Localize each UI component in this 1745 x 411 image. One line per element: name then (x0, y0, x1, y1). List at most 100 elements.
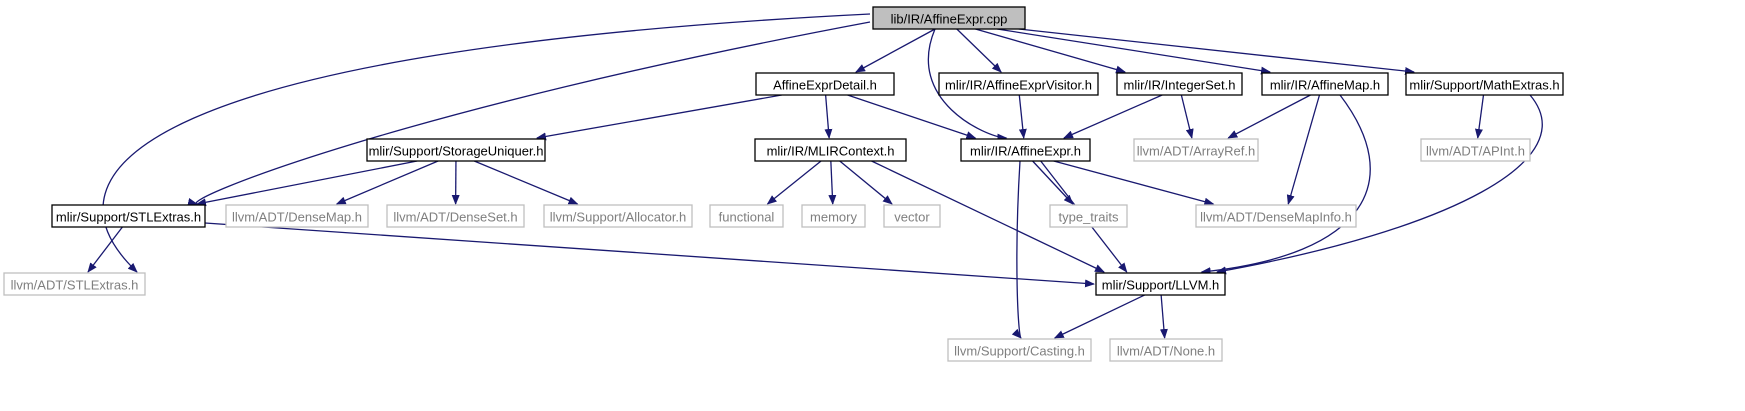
edge-mathx-to-llvmh (1216, 94, 1543, 275)
node-llvmstlx: llvm/ADT/STLExtras.h (3, 272, 146, 296)
edge-mathx-to-apint (1474, 94, 1485, 139)
node-box (225, 204, 369, 228)
edge-affexpr-to-casting (1011, 160, 1022, 339)
edge-detail-to-mlirctx (824, 94, 833, 139)
node-box (754, 138, 907, 162)
node-label: AffineExprDetail.h (773, 78, 877, 93)
node-affmap[interactable]: mlir/IR/AffineMap.h (1261, 72, 1389, 96)
node-label: mlir/IR/IntegerSet.h (1124, 78, 1236, 93)
edge-root-to-intset (975, 28, 1126, 74)
node-box (1109, 338, 1223, 362)
node-intset[interactable]: mlir/IR/IntegerSet.h (1116, 72, 1243, 96)
node-box (1095, 272, 1226, 296)
node-alloc: llvm/Support/Allocator.h (543, 204, 693, 228)
edge-intset-to-arrayref (1180, 94, 1194, 139)
node-box (1116, 72, 1243, 96)
node-box (543, 204, 693, 228)
node-label: mlir/Support/STLExtras.h (56, 210, 201, 225)
node-visitor[interactable]: mlir/IR/AffineExprVisitor.h (938, 72, 1099, 96)
edge-mlirctx-to-functional (766, 160, 822, 205)
node-affexpr[interactable]: mlir/IR/AffineExpr.h (960, 138, 1091, 162)
node-label: llvm/ADT/DenseMap.h (232, 210, 362, 225)
node-label: mlir/Support/MathExtras.h (1409, 78, 1559, 93)
node-casting: llvm/Support/Casting.h (947, 338, 1092, 362)
node-densemap: llvm/ADT/DenseMap.h (225, 204, 369, 228)
node-label: llvm/ADT/DenseMapInfo.h (1200, 210, 1352, 225)
node-label: llvm/ADT/APInt.h (1426, 144, 1525, 159)
node-none: llvm/ADT/None.h (1109, 338, 1223, 362)
node-label: lib/IR/AffineExpr.cpp (891, 12, 1008, 27)
node-memory: memory (801, 204, 866, 228)
edge-mlirctx-to-memory (828, 160, 837, 205)
node-mlirctx[interactable]: mlir/IR/MLIRContext.h (754, 138, 907, 162)
node-label: mlir/Support/StorageUniquer.h (369, 144, 544, 159)
node-label: llvm/ADT/DenseSet.h (393, 210, 517, 225)
node-label: vector (894, 210, 930, 225)
node-label: functional (719, 210, 775, 225)
node-arrayref: llvm/ADT/ArrayRef.h (1133, 138, 1259, 162)
node-box (872, 6, 1026, 30)
node-label: mlir/Support/LLVM.h (1102, 278, 1220, 293)
node-box (51, 204, 206, 228)
node-box (709, 204, 784, 228)
edge-mlirctx-to-vector (839, 160, 893, 205)
node-box (938, 72, 1099, 96)
node-apint: llvm/ADT/APInt.h (1420, 138, 1531, 162)
node-mathx[interactable]: mlir/Support/MathExtras.h (1405, 72, 1564, 96)
edge-affmap-to-llvmh (1200, 94, 1371, 276)
node-box (366, 138, 546, 162)
edge-root-to-visitor (956, 28, 1002, 73)
edge-affexpr-to-typetraits (1032, 160, 1074, 205)
node-box (755, 72, 895, 96)
node-box (960, 138, 1091, 162)
node-storage[interactable]: mlir/Support/StorageUniquer.h (366, 138, 546, 162)
node-vector: vector (883, 204, 941, 228)
node-box (386, 204, 525, 228)
edge-root-to-mathx (1018, 28, 1415, 76)
edge-root-to-affmap (997, 28, 1271, 75)
edge-llvmh-to-casting (1053, 294, 1145, 339)
node-label: llvm/Support/Casting.h (954, 344, 1085, 359)
edge-mlirctx-to-llvmh (871, 160, 1105, 273)
edge-affmap-to-densemapinfo (1286, 94, 1321, 205)
node-box (947, 338, 1092, 362)
edges-layer (87, 13, 1543, 339)
node-label: memory (810, 210, 857, 225)
node-label: llvm/Support/Allocator.h (550, 210, 687, 225)
node-label: llvm/ADT/None.h (1117, 344, 1215, 359)
edge-storage-to-densemap (335, 160, 439, 205)
edge-root-to-detail (855, 28, 936, 73)
node-box (883, 204, 941, 228)
edge-storage-to-stlx (196, 160, 418, 207)
edge-affmap-to-arrayref (1227, 94, 1311, 139)
edge-stlx-to-llvmh (204, 222, 1095, 288)
edge-stlx-to-llvmstlx (87, 226, 123, 273)
edge-llvmh-to-none (1159, 294, 1168, 339)
node-functional: functional (709, 204, 784, 228)
node-box (1195, 204, 1357, 228)
node-stlx[interactable]: mlir/Support/STLExtras.h (51, 204, 206, 228)
edge-root-to-stlx (187, 21, 871, 206)
edge-root-to-affexpr (927, 28, 1008, 142)
node-box (3, 272, 146, 296)
node-label: type_traits (1059, 210, 1119, 225)
node-box (1420, 138, 1531, 162)
edge-detail-to-affexpr (847, 94, 977, 139)
edge-storage-to-alloc (473, 160, 579, 205)
node-root[interactable]: lib/IR/AffineExpr.cpp (872, 6, 1026, 30)
node-llvmh[interactable]: mlir/Support/LLVM.h (1095, 272, 1226, 296)
node-label: mlir/IR/AffineMap.h (1270, 78, 1380, 93)
edge-intset-to-affexpr (1063, 94, 1163, 139)
node-box (1133, 138, 1259, 162)
node-box (801, 204, 866, 228)
node-box (1261, 72, 1389, 96)
node-typetraits: type_traits (1049, 204, 1128, 228)
edge-visitor-to-affexpr (1018, 94, 1027, 139)
node-densemapinfo: llvm/ADT/DenseMapInfo.h (1195, 204, 1357, 228)
node-box (1405, 72, 1564, 96)
node-detail[interactable]: AffineExprDetail.h (755, 72, 895, 96)
node-label: mlir/IR/AffineExprVisitor.h (945, 78, 1092, 93)
edge-affexpr-to-densemapinfo (1053, 160, 1215, 206)
